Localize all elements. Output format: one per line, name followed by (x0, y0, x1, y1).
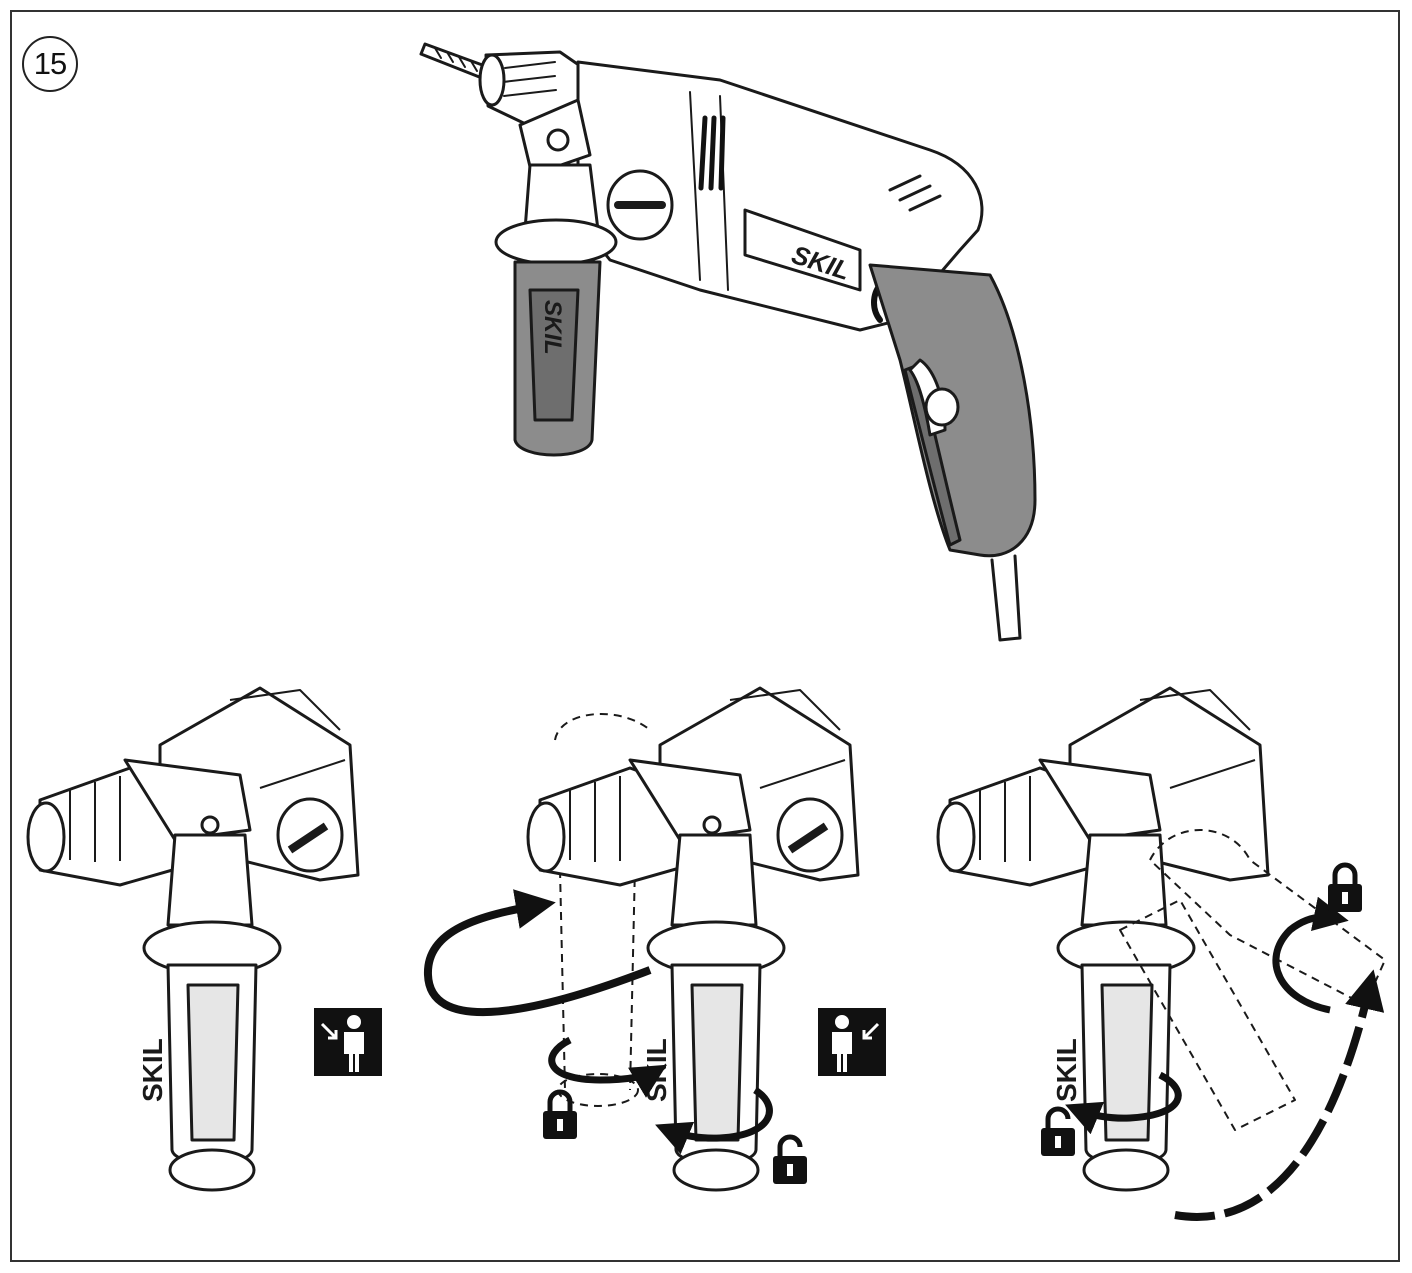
detail-panel-2: SKIL (526, 686, 860, 1192)
drill-body (576, 60, 984, 332)
aux-handle-brand-logo-top: SKIL (539, 300, 566, 355)
rotation-arrows-panel-2 (423, 889, 773, 1155)
aux-handle-brand-logo-3: SKIL (1051, 1038, 1082, 1102)
power-cord (990, 554, 1022, 642)
swing-arrow (423, 889, 652, 1017)
auxiliary-handle-top: SKIL (494, 98, 618, 457)
person-pull-icon (818, 1008, 886, 1076)
person-push-icon (314, 1008, 382, 1076)
reposition-arrow (1174, 969, 1385, 1221)
lock-closed-icon (543, 1092, 577, 1139)
detail-panel-1: SKIL (26, 686, 360, 1192)
lock-open-icon (773, 1137, 807, 1184)
clamp-rotate-arrow (548, 1036, 668, 1098)
step-number-badge: 15 (22, 36, 78, 92)
aux-handle-brand-logo-1: SKIL (137, 1038, 168, 1102)
trigger (908, 358, 960, 437)
mode-selector-dial (606, 169, 674, 241)
rotation-arrows-panel-3 (1065, 896, 1385, 1221)
figure-frame (10, 10, 1400, 1262)
step-number: 15 (33, 46, 67, 81)
release-rotate-arrow-3 (1065, 1071, 1182, 1135)
release-rotate-arrow (655, 1087, 773, 1155)
clamp-rotate-arrow-3 (1272, 896, 1349, 1014)
aux-handle-brand-logo-2: SKIL (641, 1038, 672, 1102)
lock-open-icon-3 (1041, 1109, 1075, 1156)
main-drill-illustration: SKIL SKIL (419, 42, 1037, 642)
lock-closed-icon-3 (1328, 865, 1362, 912)
